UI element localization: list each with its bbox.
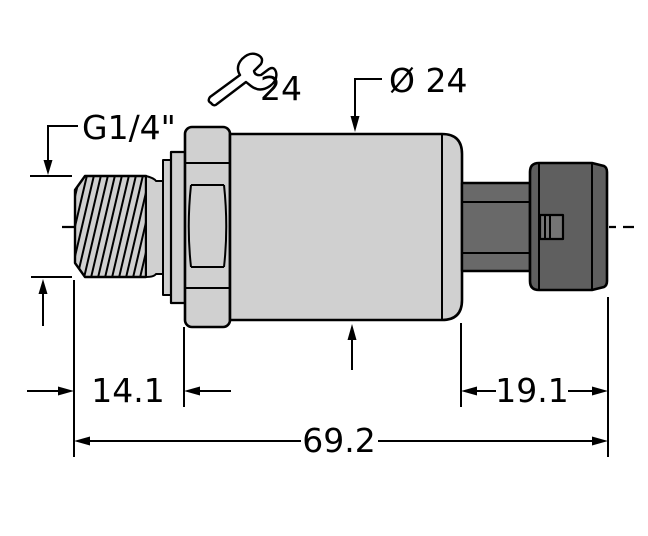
connector-length-value: 19.1 bbox=[495, 371, 568, 410]
transmitter-body bbox=[228, 132, 464, 322]
collar-washer bbox=[169, 150, 187, 305]
neck-outline bbox=[460, 181, 532, 273]
wrench-annotation: 24 bbox=[207, 52, 302, 108]
arrow-down bbox=[43, 160, 53, 175]
connector-neck bbox=[460, 181, 532, 273]
diameter-label: Ø 24 bbox=[389, 61, 467, 100]
dimension-connector-length: 19.1 bbox=[460, 297, 609, 457]
dimension-thread-spec: G1/4" bbox=[30, 108, 176, 326]
dimension-diameter: Ø 24 bbox=[347, 61, 467, 370]
dimension-thread-length: 14.1 bbox=[27, 280, 231, 457]
wrench-size-label: 24 bbox=[260, 69, 302, 108]
arrow-left bbox=[74, 436, 90, 446]
connector-latch-detail bbox=[538, 213, 565, 241]
hex-nut bbox=[183, 125, 232, 329]
thread-relief-neck bbox=[145, 175, 165, 278]
overall-length-value: 69.2 bbox=[302, 421, 375, 460]
connector-head bbox=[528, 161, 609, 292]
wrench-icon bbox=[207, 52, 278, 107]
arrow-left bbox=[184, 386, 200, 396]
head-outline bbox=[528, 161, 609, 292]
arrow-up bbox=[347, 324, 357, 340]
arrow-left bbox=[461, 386, 477, 396]
body-outline bbox=[228, 132, 464, 322]
hex-outline bbox=[183, 125, 232, 329]
dimension-overall-length: 69.2 bbox=[74, 421, 608, 460]
thread-spec-label: G1/4" bbox=[82, 108, 176, 147]
process-connection-thread bbox=[73, 150, 187, 305]
arrow-right bbox=[592, 386, 608, 396]
arrow-right bbox=[592, 436, 608, 446]
arrow-up bbox=[38, 279, 48, 294]
arrow-right bbox=[58, 386, 74, 396]
thread-length-value: 14.1 bbox=[91, 371, 164, 410]
arrow-down bbox=[350, 116, 360, 132]
